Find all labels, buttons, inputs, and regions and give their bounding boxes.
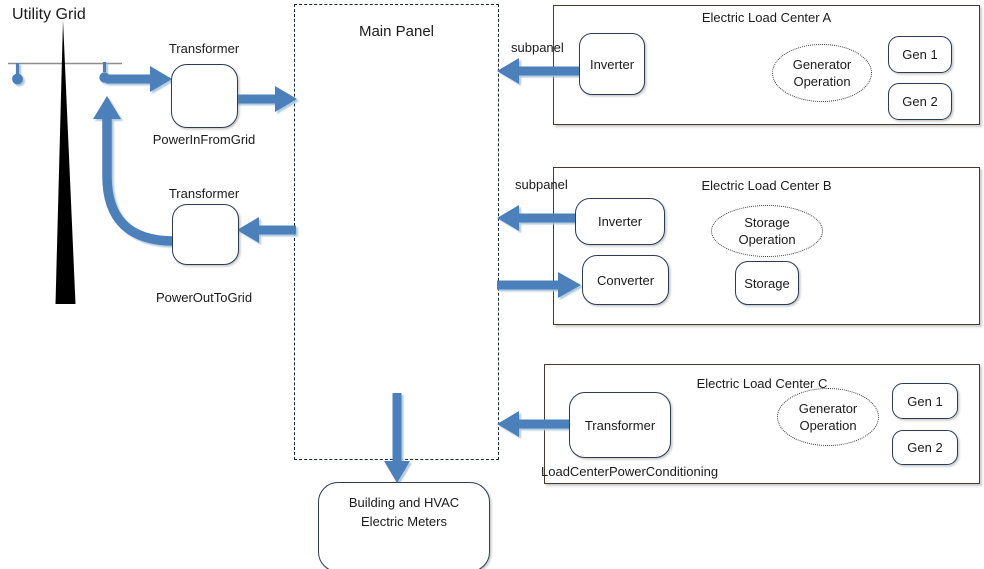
generator-operation-a-line1: Generator — [792, 56, 852, 72]
generator-operation-c-ellipse: Generator Operation — [777, 388, 879, 446]
transformer-in-box — [171, 64, 238, 128]
power-out-to-grid-label: PowerOutToGrid — [155, 290, 253, 305]
gen1-c-box: Gen 1 — [892, 383, 958, 419]
load-center-b-title: Electric Load Center B — [701, 178, 832, 193]
arrow-transformer-in-to-main-panel — [234, 86, 297, 112]
transformer-c-box: Transformer — [569, 392, 671, 458]
converter-b-box: Converter — [582, 255, 669, 305]
transformer-in-caption: Transformer — [168, 41, 240, 56]
inverter-a-box: Inverter — [579, 33, 645, 95]
storage-operation-b-ellipse: Storage Operation — [711, 205, 823, 257]
generator-operation-c-line2: Operation — [799, 418, 857, 433]
generator-operation-a-ellipse: Generator Operation — [772, 44, 872, 102]
transformer-out-box — [172, 204, 239, 265]
inverter-a-label: Inverter — [589, 56, 635, 72]
storage-operation-b-line1: Storage — [744, 214, 790, 230]
transformer-out-caption: Transformer — [168, 186, 240, 201]
arrow-transformer-out-to-grid-head — [93, 96, 121, 119]
arrow-main-panel-to-converter-b — [497, 272, 581, 298]
building-meters-line1: Building and HVAC — [348, 495, 460, 510]
power-in-from-grid-label: PowerInFromGrid — [152, 132, 256, 147]
load-center-c-title: Electric Load Center C — [696, 376, 828, 391]
subpanel-a-label: subpanel — [511, 40, 564, 55]
load-center-a-title: Electric Load Center A — [701, 10, 832, 25]
subpanel-b-label: subpanel — [515, 177, 568, 192]
arrow-main-panel-to-building-meters — [384, 393, 410, 483]
storage-operation-b-line2: Operation — [738, 232, 796, 247]
building-meters-box: Building and HVAC Electric Meters — [318, 482, 490, 569]
generator-operation-a-line2: Operation — [793, 74, 851, 89]
storage-b-label: Storage — [744, 275, 790, 291]
converter-b-label: Converter — [596, 272, 655, 288]
storage-b-box: Storage — [735, 261, 799, 305]
generator-operation-c-line1: Generator — [798, 400, 858, 416]
arrow-inverter-a-to-main-panel — [497, 58, 580, 84]
inverter-b-box: Inverter — [575, 198, 665, 245]
gen1-a-label: Gen 1 — [902, 47, 938, 62]
gen1-a-box: Gen 1 — [888, 36, 952, 73]
gen2-a-label: Gen 2 — [902, 94, 938, 109]
transformer-c-label: Transformer — [584, 417, 656, 433]
gen1-c-label: Gen 1 — [907, 393, 943, 409]
utility-pole-icon — [55, 20, 76, 304]
utility-grid-label: Utility Grid — [12, 6, 86, 23]
arrow-transformer-out-to-grid-curve — [102, 118, 175, 246]
gen2-a-box: Gen 2 — [888, 83, 952, 120]
load-center-power-conditioning-label: LoadCenterPowerConditioning — [541, 464, 719, 479]
arrow-transformer-c-to-main-panel — [497, 411, 570, 437]
arrow-grid-to-transformer-in — [106, 66, 172, 92]
inverter-b-label: Inverter — [597, 214, 643, 229]
insulator-pin-icon — [12, 63, 23, 85]
arrow-main-panel-to-transformer-out — [237, 217, 296, 243]
building-meters-line2: Electric Meters — [361, 513, 447, 529]
main-panel-title: Main Panel — [358, 23, 435, 40]
gen2-c-label: Gen 2 — [907, 440, 943, 455]
arrow-inverter-b-to-main-panel — [497, 205, 576, 231]
gen2-c-box: Gen 2 — [892, 430, 958, 465]
